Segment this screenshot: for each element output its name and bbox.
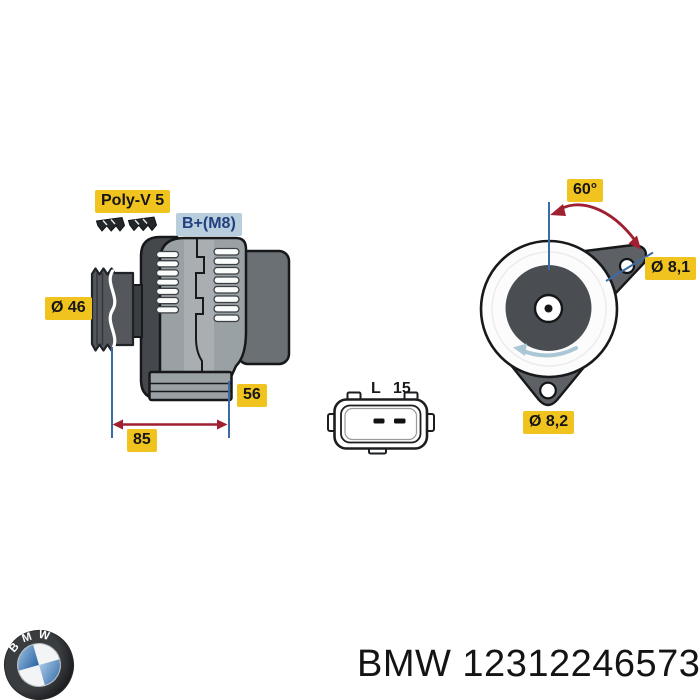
shaft-spacer xyxy=(132,284,143,338)
vent-slots-right xyxy=(213,247,240,323)
belt-type-label: Poly-V 5 xyxy=(95,190,171,213)
alternator-front-view xyxy=(479,202,654,407)
mounting-hole-bottom xyxy=(539,381,557,400)
alternator-side-view xyxy=(90,235,291,402)
pulley-break-line xyxy=(108,269,117,351)
connector-pin-l-label: L xyxy=(371,380,381,397)
side-dimension-lines xyxy=(111,347,230,438)
part-number-caption: BMW 12312246573 xyxy=(357,643,700,685)
top-hole-diameter-label: Ø 8,1 xyxy=(645,257,697,280)
belt-profile-icon xyxy=(127,216,158,232)
connector-plug xyxy=(327,391,435,455)
mounting-foot xyxy=(148,370,233,402)
mounting-foot-lines xyxy=(150,382,232,393)
connector-pin-15-label: 15 xyxy=(393,380,411,397)
bottom-hole-diameter-label: Ø 8,2 xyxy=(523,411,575,434)
connector-pin-l xyxy=(373,418,385,424)
housing-joint-line xyxy=(195,239,205,376)
connector-pin-15 xyxy=(394,418,406,424)
connector-housing xyxy=(333,398,429,450)
pulley-diameter-label: Ø 46 xyxy=(45,297,92,320)
angle-dimension-label: 60° xyxy=(567,179,604,202)
terminal-label: B+(M8) xyxy=(176,213,242,236)
angle-arc-arrow xyxy=(555,203,639,244)
pulley-rib-lines xyxy=(96,273,104,345)
rotation-arrowhead xyxy=(513,343,527,356)
belt-profile-icon xyxy=(95,216,126,232)
depth-dimension-label: 56 xyxy=(237,384,267,407)
vent-slots-left xyxy=(155,250,180,314)
bmw-logo: BMW xyxy=(4,624,74,700)
length-dimension-label: 85 xyxy=(127,429,157,452)
